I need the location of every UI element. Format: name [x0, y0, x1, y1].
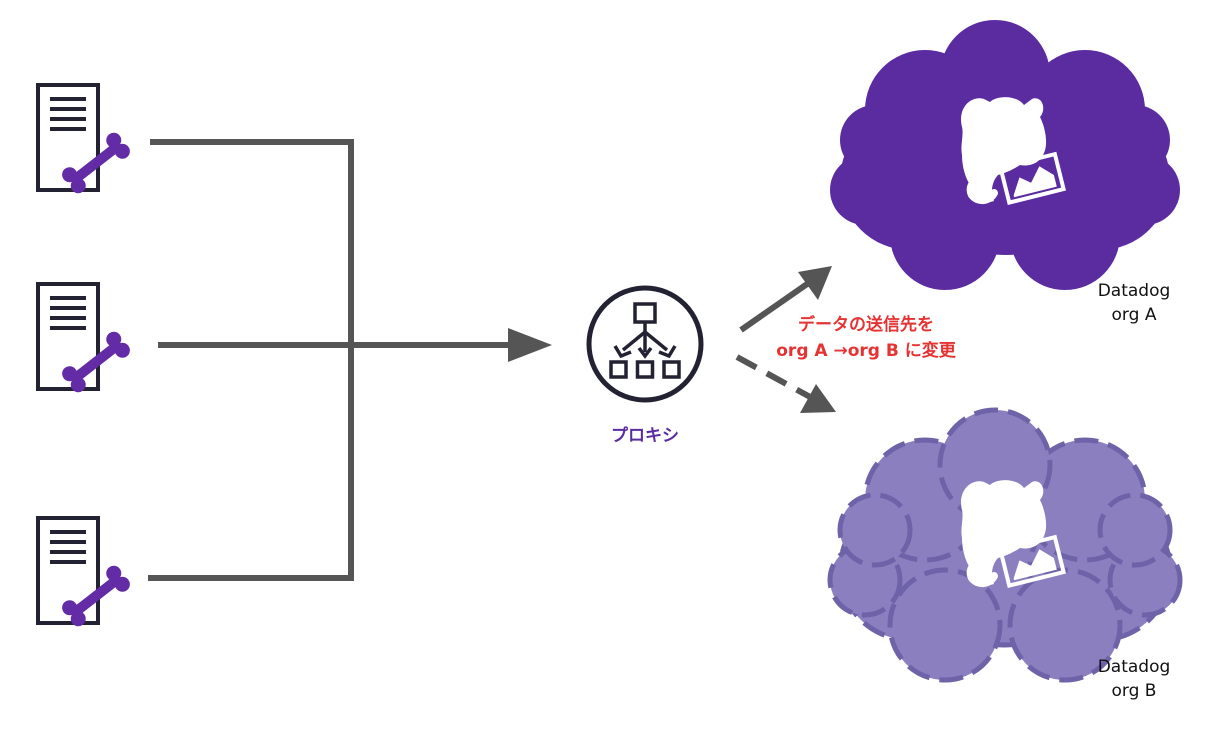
cloud-label-line1: Datadog	[1097, 281, 1171, 301]
cloud-label-org-a: Datadog org A	[1074, 279, 1194, 327]
arrow-to-org-a	[739, 266, 832, 333]
server-document-icon	[36, 282, 135, 398]
proxy-icon	[586, 285, 704, 403]
server-document-icon	[36, 83, 135, 199]
arrow-to-proxy-head	[508, 328, 552, 362]
proxy-label: プロキシ	[611, 426, 679, 446]
server-icon-middle	[36, 282, 135, 398]
server-icon-top	[36, 83, 135, 199]
redirect-note-line2: org A →org B に変更	[776, 341, 956, 361]
arrow-to-org-b	[735, 354, 836, 413]
cloud-label-line1: Datadog	[1097, 657, 1171, 677]
redirect-note-line1: データの送信先を	[798, 315, 934, 335]
connector-lines	[148, 139, 552, 581]
cloud-label-org-b: Datadog org B	[1074, 655, 1194, 703]
server-icon-bottom	[36, 516, 135, 632]
cloud-label-line2: org B	[1111, 681, 1157, 701]
server-document-icon	[36, 516, 135, 632]
redirect-note: データの送信先を org A →org B に変更	[736, 312, 996, 364]
cloud-label-line2: org A	[1111, 305, 1157, 325]
